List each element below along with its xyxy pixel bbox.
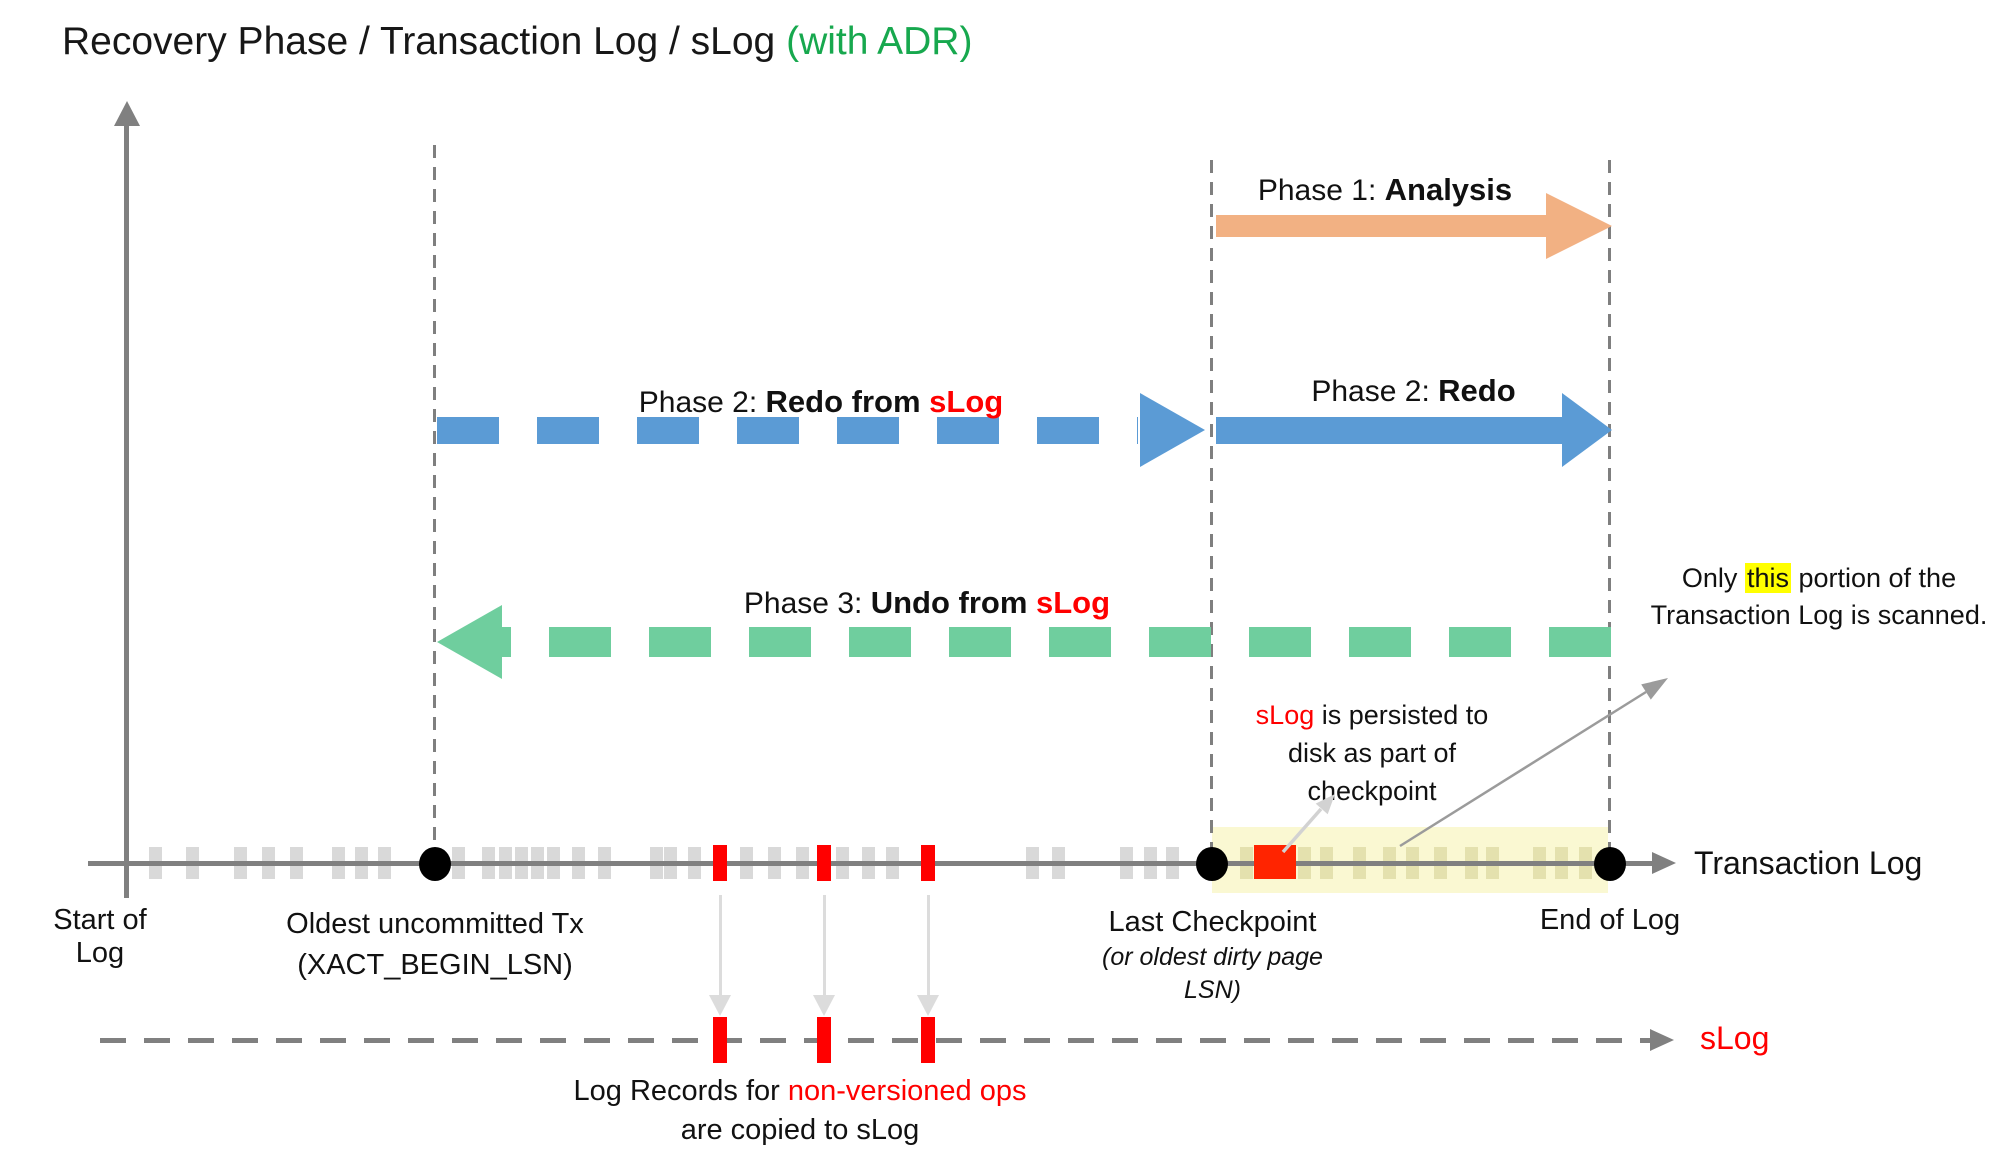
copy-note: Log Records for non-versioned ops are co… — [550, 1072, 1050, 1150]
transaction-log-line — [88, 861, 1654, 866]
phase2-redo-from-slog-arrow — [437, 417, 1138, 444]
phase3-label: Phase 3: Undo from sLog — [437, 585, 1417, 621]
persisted-slog-marker — [1254, 845, 1296, 879]
phase1-prefix: Phase 1: — [1257, 174, 1385, 207]
persist-note-line3: checkpoint — [1307, 776, 1437, 806]
copy-to-slog-arrowhead-icon — [917, 995, 939, 1016]
phase2-name: Redo — [1438, 373, 1516, 408]
scan-note: Only this portion of the Transaction Log… — [1638, 560, 2000, 634]
page-title-main: Recovery Phase / Transaction Log / sLog — [62, 20, 787, 63]
guide-line-oldest-tx — [433, 145, 436, 863]
vertical-axis-arrowhead-icon — [114, 101, 140, 126]
phase2s-prefix: Phase 2: — [638, 386, 766, 419]
phase2-from-slog-label: Phase 2: Redo from sLog — [437, 384, 1205, 420]
phase2-redo-arrow — [1216, 417, 1564, 444]
phase3-undo-from-slog-arrow — [502, 627, 1611, 657]
log-marker-dot — [1594, 847, 1626, 881]
oldest-tx-line1: Oldest uncommitted Tx — [286, 908, 584, 940]
slog-record-tick — [713, 1017, 727, 1063]
copy-to-slog-arrow — [822, 895, 826, 995]
phase1-analysis-arrow — [1216, 215, 1548, 237]
persist-note-line2: disk as part of — [1287, 738, 1457, 768]
page-title-adr: (with ADR) — [786, 20, 973, 63]
persist-note-slog: sLog — [1255, 700, 1315, 730]
guide-line-end-of-log — [1608, 160, 1611, 863]
checkpoint-line2: (or oldest dirty page — [1102, 943, 1323, 971]
copy-note-pre: Log Records for — [573, 1075, 788, 1107]
slog-line — [100, 1038, 1652, 1043]
phase1-label: Phase 1: Analysis — [1215, 172, 1555, 208]
start-of-log-label: Start of Log — [53, 904, 147, 969]
phase2s-name: Redo from — [765, 384, 930, 419]
phase2s-slog: sLog — [929, 384, 1004, 419]
last-checkpoint-label: Last Checkpoint (or oldest dirty page LS… — [1040, 904, 1385, 1007]
phase3-undo-arrowhead-icon — [437, 605, 502, 679]
phase2-prefix: Phase 2: — [1311, 375, 1439, 408]
end-of-log-label: End of Log — [1539, 904, 1681, 936]
log-marker-dot — [419, 847, 451, 881]
copy-to-slog-arrowhead-icon — [709, 995, 731, 1016]
phase2-redo-from-slog-arrowhead-icon — [1140, 393, 1205, 467]
persist-note: sLog is persisted to disk as part of che… — [1222, 696, 1522, 810]
scan-note-post: portion of the — [1790, 563, 1957, 593]
phase2-redo-arrowhead-icon — [1562, 393, 1612, 467]
log-marker-dot — [1196, 847, 1228, 881]
transaction-log-arrowhead-icon — [1652, 852, 1676, 874]
phase3-prefix: Phase 3: — [743, 587, 871, 620]
non-versioned-op-tick — [817, 845, 831, 881]
phase3-slog: sLog — [1036, 585, 1111, 620]
slog-record-tick — [921, 1017, 935, 1063]
copy-note-red: non-versioned ops — [787, 1075, 1027, 1107]
oldest-tx-line2: (XACT_BEGIN_LSN) — [297, 949, 573, 981]
scan-note-highlight: this — [1744, 563, 1791, 593]
page-title: Recovery Phase / Transaction Log / sLog … — [62, 20, 972, 64]
scan-note-line2: Transaction Log is scanned. — [1650, 600, 1988, 630]
slog-label: sLog — [1700, 1020, 1770, 1056]
non-versioned-op-tick — [921, 845, 935, 881]
vertical-axis — [124, 120, 129, 898]
phase2-label: Phase 2: Redo — [1215, 373, 1612, 409]
checkpoint-line1: Last Checkpoint — [1108, 906, 1317, 938]
oldest-uncommitted-tx-label: Oldest uncommitted Tx (XACT_BEGIN_LSN) — [235, 904, 635, 986]
scan-note-pre: Only — [1681, 563, 1745, 593]
persist-note-rest: is persisted to — [1314, 700, 1489, 730]
copy-to-slog-arrow — [926, 895, 930, 995]
copy-note-line2: are copied to sLog — [680, 1114, 920, 1146]
copy-to-slog-arrowhead-icon — [813, 995, 835, 1016]
guide-line-last-checkpoint — [1210, 160, 1213, 863]
phase1-arrowhead-icon — [1546, 193, 1612, 259]
non-versioned-op-tick — [713, 845, 727, 881]
slog-record-tick — [817, 1017, 831, 1063]
copy-to-slog-arrow — [718, 895, 722, 995]
phase1-name: Analysis — [1384, 172, 1513, 207]
slog-arrowhead-icon — [1650, 1029, 1674, 1051]
transaction-log-label: Transaction Log — [1694, 845, 1923, 881]
phase3-name: Undo from — [870, 585, 1036, 620]
checkpoint-line3: LSN) — [1184, 976, 1241, 1004]
